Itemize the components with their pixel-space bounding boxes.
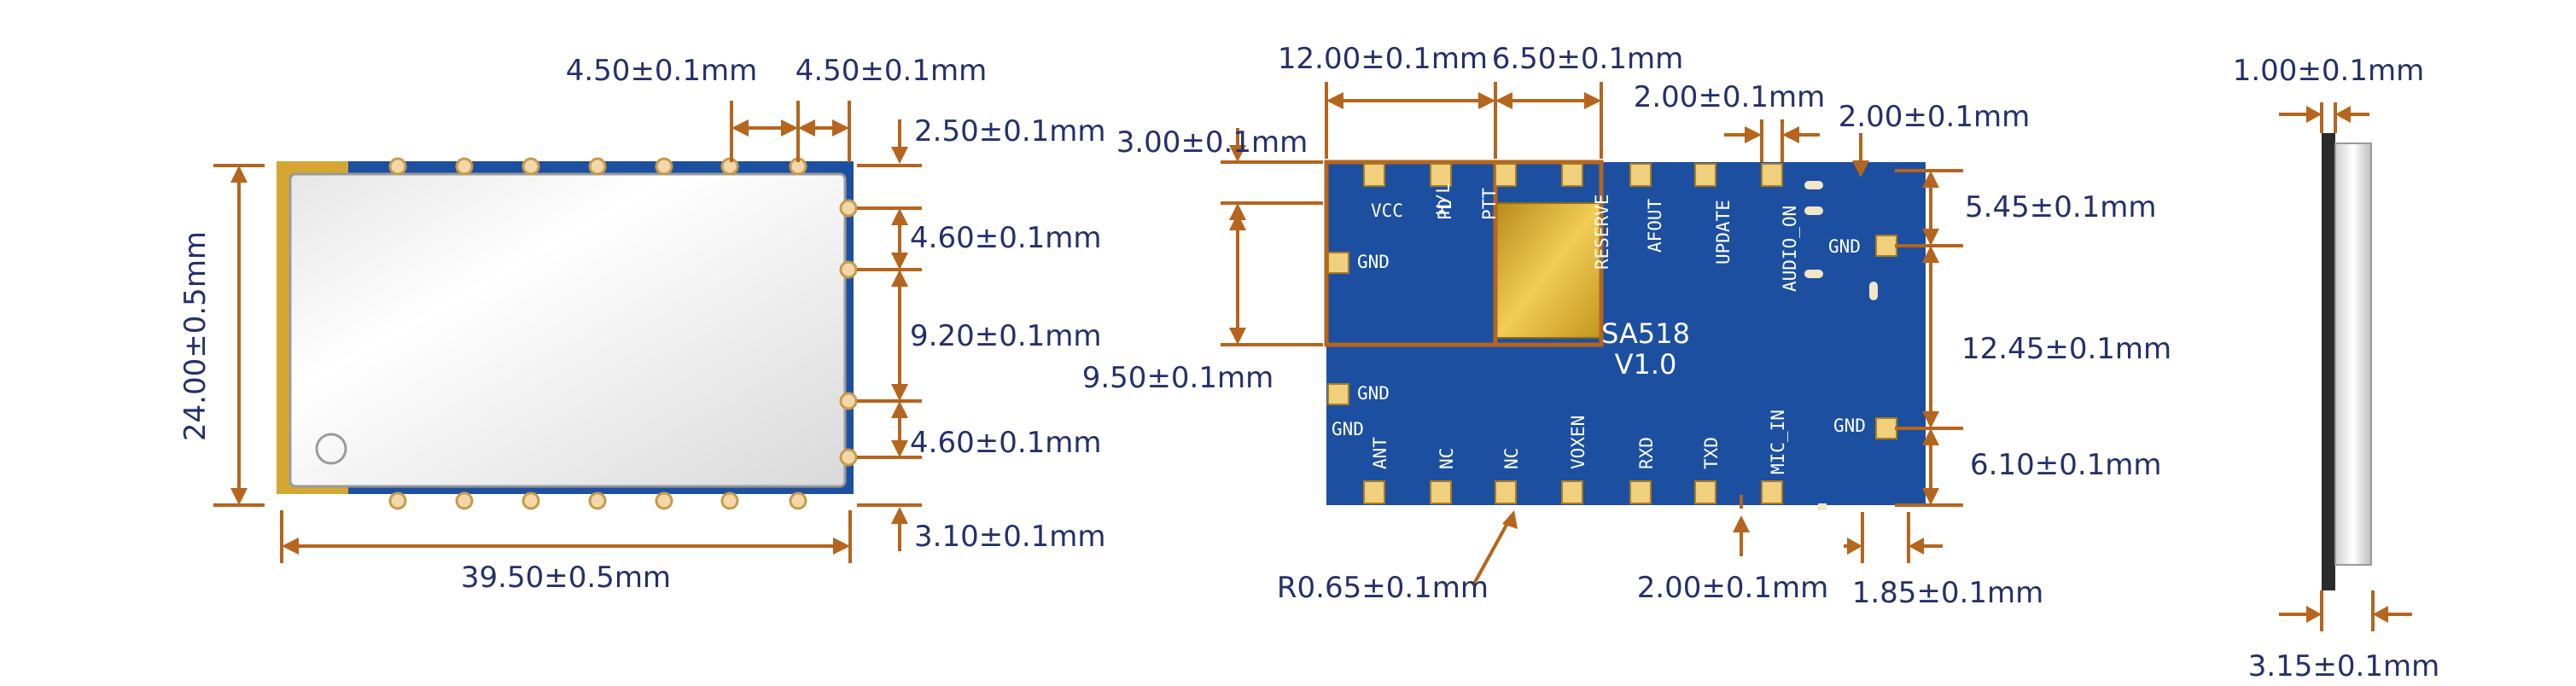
pin-gnd-right-bottom: GND	[1833, 416, 1866, 436]
pin-ptt: PTT	[1479, 188, 1500, 220]
pin-pd: PD	[1435, 199, 1455, 220]
side-view: 1.00±0.1mm 3.15±0.1mm	[2233, 54, 2440, 683]
pitch-top-label: 2.00±0.1mm	[1634, 80, 1826, 114]
pin1-marker	[315, 433, 347, 465]
left-offset-label: 3.00±0.1mm	[1116, 125, 1308, 160]
top-pads	[388, 157, 807, 176]
top-b-label: 6.50±0.1mm	[1492, 42, 1684, 76]
shield-outline	[1324, 160, 1604, 347]
width-label: 39.50±0.5mm	[461, 561, 671, 595]
center-view: VCC H/L PD PTT RESERVE AFOUT UPDATE AUDI…	[1082, 42, 2171, 610]
total-thickness-label: 3.15±0.1mm	[2248, 649, 2440, 683]
pin-gnd-left-1: GND	[1357, 252, 1390, 272]
module-name: SA518	[1601, 317, 1690, 350]
left-view: 24.00±0.5mm 39.50±0.5mm 4.50±0.1mm 4.50±…	[178, 54, 1106, 595]
height-label: 24.00±0.5mm	[178, 231, 213, 441]
pin-ant: ANT	[1370, 437, 1390, 469]
pin-afout: AFOUT	[1645, 198, 1665, 253]
right-pitch-label: 2.00±0.1mm	[1839, 100, 2031, 134]
right-c-label: 6.10±0.1mm	[1970, 448, 2162, 482]
right-a-label: 5.45±0.1mm	[1965, 190, 2157, 224]
pcb-edge	[2322, 133, 2335, 590]
pin-gnd-right: GND	[1828, 236, 1861, 257]
pin-reserve: RESERVE	[1592, 194, 1612, 270]
gap-2-label: 9.20±0.1mm	[910, 319, 1102, 353]
pin-audio-on: AUDIO_ON	[1780, 206, 1800, 292]
shield-side	[2334, 142, 2372, 566]
pitch-bottom-label: 2.00±0.1mm	[1637, 571, 1829, 605]
bottom-pins	[1363, 480, 1783, 504]
pin-mic-in: MIC_IN	[1768, 410, 1788, 474]
vias	[1804, 181, 1878, 510]
top-offset-label: 2.50±0.1mm	[914, 114, 1106, 148]
left-pins	[1327, 252, 1349, 405]
pin-rxd: RXD	[1636, 437, 1657, 469]
pin-nc-1: NC	[1437, 448, 1457, 469]
pin-txd: TXD	[1701, 437, 1722, 469]
pin-nc-2: NC	[1501, 448, 1522, 469]
top-pins	[1363, 163, 1783, 187]
right-edge-label: 1.85±0.1mm	[1852, 576, 2044, 610]
pitch-a-label: 4.50±0.1mm	[566, 54, 758, 88]
pin-gnd-left-2: GND	[1357, 383, 1390, 404]
radius-label: R0.65±0.1mm	[1277, 571, 1489, 605]
pin-gnd-bottom-left: GND	[1332, 419, 1364, 439]
gap-3-label: 4.60±0.1mm	[910, 426, 1102, 460]
pcb-thickness-label: 1.00±0.1mm	[2233, 54, 2425, 88]
pin-vcc: VCC	[1371, 201, 1403, 221]
left-block-label: 9.50±0.1mm	[1082, 361, 1274, 395]
rf-chip	[1495, 202, 1602, 339]
pitch-b-label: 4.50±0.1mm	[796, 54, 988, 88]
pcb-board-center	[1326, 162, 1926, 505]
bottom-offset-label: 3.10±0.1mm	[914, 520, 1106, 554]
pin-voxen: VOXEN	[1568, 416, 1588, 469]
pin-hl: H/L	[1433, 183, 1454, 215]
module-version: V1.0	[1615, 348, 1677, 381]
right-b-label: 12.45±0.1mm	[1961, 332, 2171, 366]
gap-1-label: 4.60±0.1mm	[910, 221, 1102, 255]
right-pads	[839, 199, 858, 467]
pin-update: UPDATE	[1713, 200, 1734, 265]
shield-can	[288, 172, 847, 488]
top-a-label: 12.00±0.1mm	[1278, 42, 1488, 76]
bottom-pads	[388, 491, 807, 510]
